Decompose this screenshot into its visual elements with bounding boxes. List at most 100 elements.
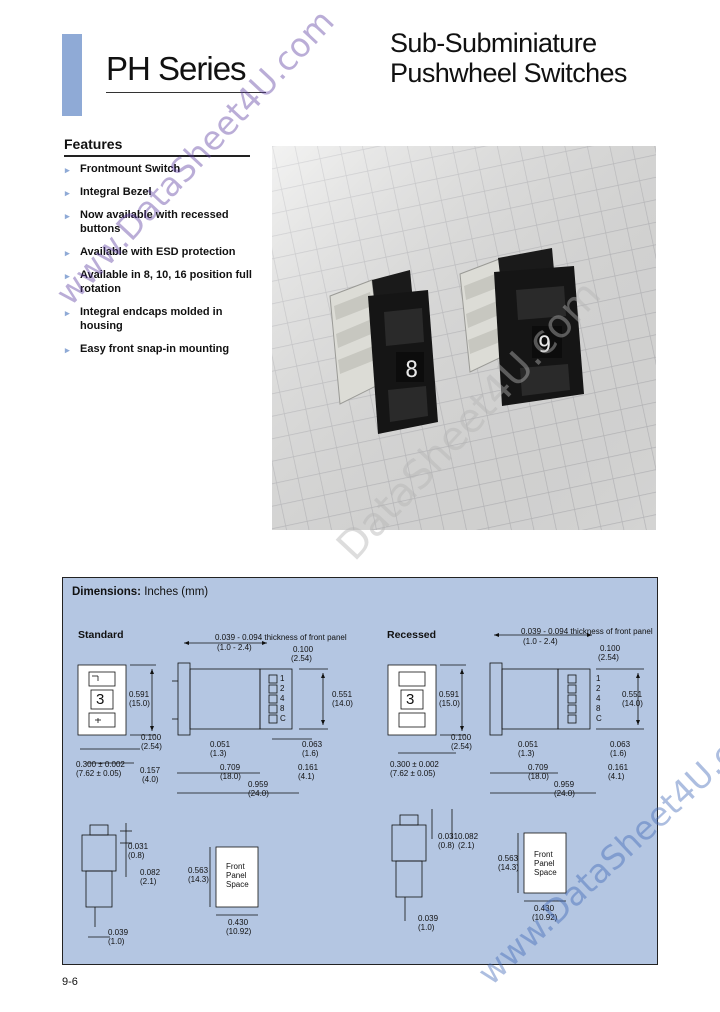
recessed-face-digit: 3	[406, 691, 414, 708]
accent-tab	[62, 34, 82, 116]
svg-text:0.591: 0.591	[439, 690, 460, 699]
feature-item: ▸Frontmount Switch	[65, 163, 181, 175]
svg-text:(24.0): (24.0)	[248, 789, 269, 798]
pin-label: C	[280, 714, 286, 723]
svg-text:0.100: 0.100	[451, 733, 472, 742]
page-number: 9-6	[62, 976, 78, 988]
svg-text:0.031: 0.031	[438, 832, 459, 841]
recessed-label: Recessed	[387, 629, 437, 641]
svg-text:(1.0): (1.0)	[418, 923, 435, 932]
pin-label: 4	[280, 694, 285, 703]
svg-text:(2.54): (2.54)	[451, 742, 472, 751]
switch-left: 8	[329, 270, 438, 434]
svg-text:(10.92): (10.92)	[532, 913, 558, 922]
svg-text:0.051: 0.051	[210, 740, 231, 749]
svg-text:0.959: 0.959	[554, 780, 575, 789]
svg-text:(15.0): (15.0)	[129, 699, 150, 708]
svg-text:0.063: 0.063	[302, 740, 323, 749]
title-rule	[106, 92, 266, 93]
feature-list: ▸Frontmount Switch ▸Integral Bezel ▸Now …	[64, 162, 264, 365]
feature-item: ▸Integral Bezel	[65, 186, 152, 198]
svg-text:(2.54): (2.54)	[141, 742, 162, 751]
thickness-label: (1.0 - 2.4)	[217, 643, 252, 652]
page-title: Sub-Subminiature Pushwheel Switches	[390, 28, 627, 88]
svg-text:(2.54): (2.54)	[598, 653, 619, 662]
svg-text:0.563: 0.563	[498, 854, 519, 863]
bullet-icon: ▸	[65, 248, 70, 258]
panel-text: Front	[226, 862, 245, 871]
panel-text: Panel	[226, 871, 247, 880]
svg-text:(4.1): (4.1)	[608, 772, 625, 781]
standard-label: Standard	[78, 629, 124, 641]
svg-text:0.039: 0.039	[108, 928, 129, 937]
svg-text:0.100: 0.100	[600, 644, 621, 653]
svg-text:(1.6): (1.6)	[302, 749, 319, 758]
svg-text:0.039: 0.039	[418, 914, 439, 923]
product-photo: 8 9	[272, 146, 656, 530]
svg-text:0.551: 0.551	[332, 690, 353, 699]
feature-item: ▸Easy front snap-in mounting	[65, 343, 230, 355]
thickness-label: 0.039 - 0.094 thickness of front panel	[215, 633, 347, 642]
panel-text: Space	[534, 868, 557, 877]
svg-text:0.051: 0.051	[518, 740, 539, 749]
svg-text:(14.0): (14.0)	[332, 699, 353, 708]
svg-text:(7.62 ± 0.05): (7.62 ± 0.05)	[76, 769, 122, 778]
svg-text:0.100: 0.100	[141, 733, 162, 742]
svg-text:0.161: 0.161	[298, 763, 319, 772]
svg-text:(14.0): (14.0)	[622, 699, 643, 708]
svg-text:0.082: 0.082	[458, 832, 479, 841]
svg-text:(2.1): (2.1)	[458, 841, 475, 850]
title-line-2: Pushwheel Switches	[390, 58, 627, 88]
svg-text:0.591: 0.591	[129, 690, 150, 699]
bullet-icon: ▸	[65, 188, 70, 198]
pin-label: 1	[280, 674, 285, 683]
svg-text:(2.54): (2.54)	[291, 654, 312, 663]
svg-text:0.100: 0.100	[293, 645, 314, 654]
standard-face-digit: 3	[96, 691, 104, 708]
pin-label: 8	[596, 704, 601, 713]
svg-text:0.430: 0.430	[534, 904, 555, 913]
title-line-1: Sub-Subminiature	[390, 28, 597, 58]
dimensions-title: Dimensions: Inches (mm)	[72, 586, 209, 598]
photo-digit-left: 8	[405, 358, 418, 383]
svg-text:0.300 ± 0.002: 0.300 ± 0.002	[76, 760, 125, 769]
svg-text:(18.0): (18.0)	[220, 772, 241, 781]
features-rule	[64, 155, 250, 157]
svg-text:(15.0): (15.0)	[439, 699, 460, 708]
panel-text: Panel	[534, 859, 555, 868]
pin-label: 4	[596, 694, 601, 703]
dimensions-panel	[62, 577, 658, 965]
svg-text:0.082: 0.082	[140, 868, 161, 877]
svg-text:(1.3): (1.3)	[518, 749, 535, 758]
bullet-icon: ▸	[65, 308, 70, 318]
series-title: PH Series	[106, 50, 247, 87]
svg-text:(4.1): (4.1)	[298, 772, 315, 781]
svg-text:(1.6): (1.6)	[610, 749, 627, 758]
bullet-icon: ▸	[65, 345, 70, 355]
svg-text:0.157: 0.157	[140, 766, 161, 775]
panel-text: Space	[226, 880, 249, 889]
features-heading: Features	[64, 136, 123, 152]
svg-text:(2.1): (2.1)	[140, 877, 157, 886]
switch-right: 9	[459, 248, 584, 406]
svg-text:0.563: 0.563	[188, 866, 209, 875]
product-photo-drawing: 8 9	[272, 146, 656, 530]
pin-label: C	[596, 714, 602, 723]
svg-text:0.709: 0.709	[220, 763, 241, 772]
pin-label: 2	[280, 684, 285, 693]
svg-text:(7.62 ± 0.05): (7.62 ± 0.05)	[390, 769, 436, 778]
pin-label: 8	[280, 704, 285, 713]
svg-text:(14.3): (14.3)	[188, 875, 209, 884]
thickness-label: (1.0 - 2.4)	[523, 637, 558, 646]
svg-text:0.430: 0.430	[228, 918, 249, 927]
svg-text:0.161: 0.161	[608, 763, 629, 772]
bullet-icon: ▸	[65, 271, 70, 281]
svg-text:(0.8): (0.8)	[128, 851, 145, 860]
svg-text:(1.0): (1.0)	[108, 937, 125, 946]
pin-label: 2	[596, 684, 601, 693]
feature-item: ▸Available with ESD protection	[65, 246, 236, 258]
svg-text:(18.0): (18.0)	[528, 772, 549, 781]
standard-drawing: 3 1 2 4 8 C 0.039 - 0.094 thickness of f…	[76, 633, 353, 946]
photo-digit-right: 9	[538, 333, 551, 358]
svg-text:0.063: 0.063	[610, 740, 631, 749]
